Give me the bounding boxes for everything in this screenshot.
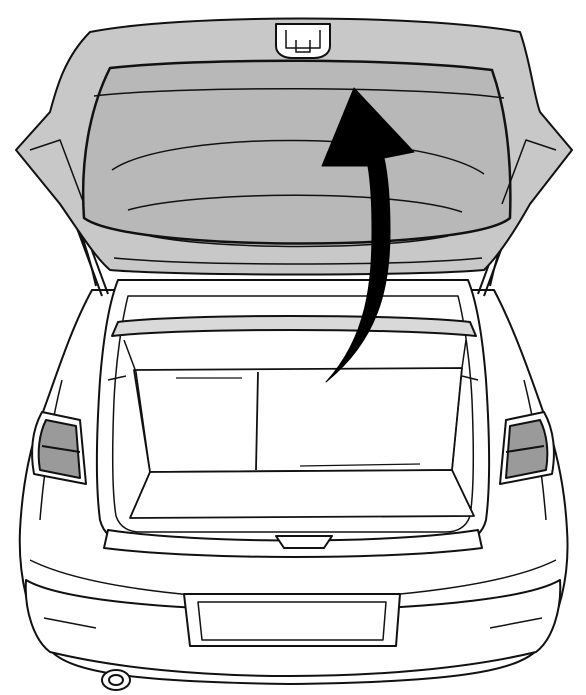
license-plate-recess: [184, 594, 400, 646]
exhaust-pipe: [102, 670, 130, 690]
right-tail-light: [500, 412, 554, 484]
cargo-floor: [130, 470, 474, 518]
left-tail-light: [32, 412, 86, 484]
tailgate-latch-striker: [276, 536, 332, 548]
tailgate-handle: [276, 24, 330, 58]
rear-seat-back: [134, 368, 462, 472]
